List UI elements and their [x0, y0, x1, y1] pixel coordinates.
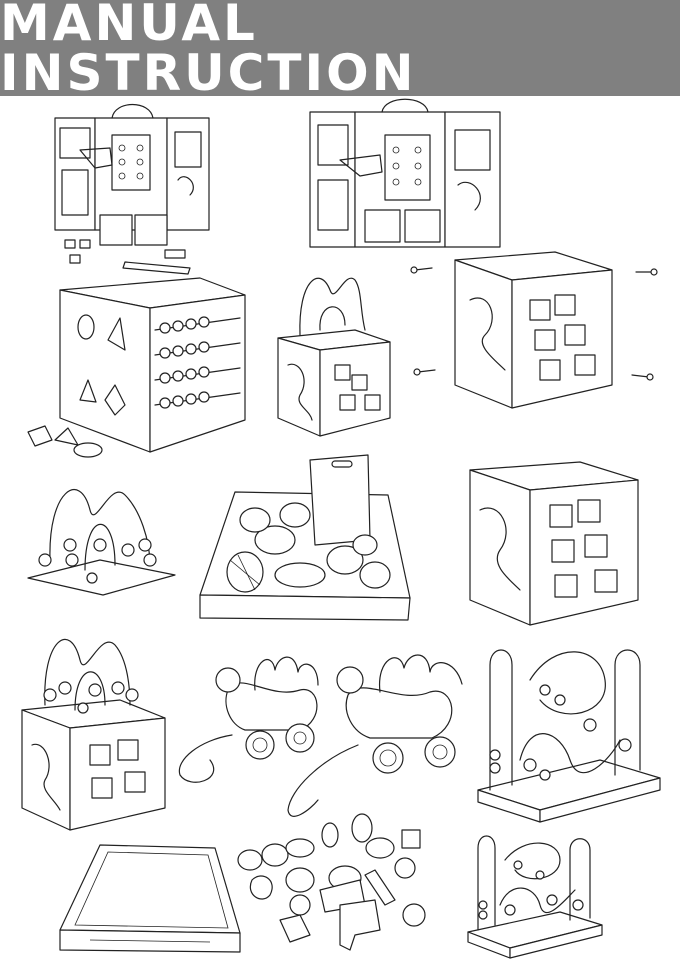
toolbox-open-assembled [309, 98, 501, 248]
block-cube [469, 461, 639, 626]
empty-tray [59, 844, 241, 953]
block-cube-with-screws [410, 251, 658, 409]
bead-maze-cube-assembled [21, 638, 166, 831]
title-banner: MANUAL INSTRUCTION [0, 0, 680, 102]
shape-sorter-abacus-cube [27, 277, 246, 458]
toolbox-open-with-parts [54, 104, 210, 275]
page-title: MANUAL INSTRUCTION [0, 0, 417, 102]
pull-along-duck-toy [178, 656, 319, 783]
bead-maze-activity-cube [277, 277, 391, 437]
food-and-tool-pieces [237, 813, 426, 951]
bead-maze-frame-large [477, 649, 661, 823]
cutting-food-tray [199, 454, 411, 621]
bead-maze-base [27, 489, 176, 596]
pull-along-duck-toy-alt [287, 654, 463, 817]
bead-maze-frame-small [467, 835, 603, 959]
